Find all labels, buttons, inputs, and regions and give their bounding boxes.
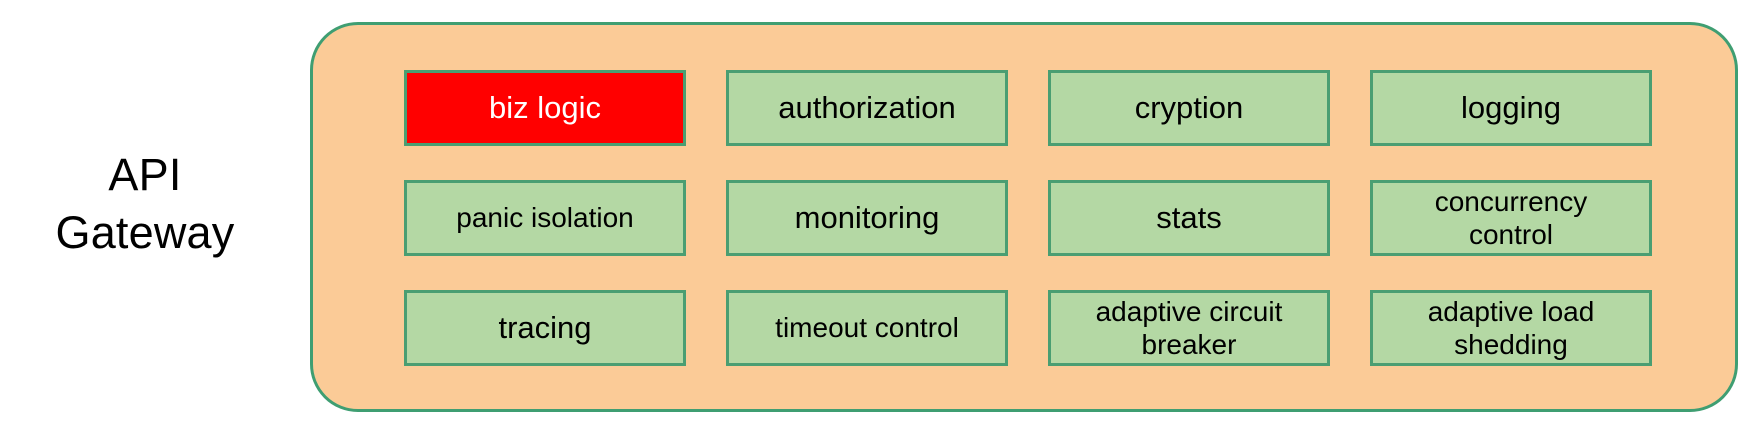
capability-box[interactable]: tracing	[404, 290, 686, 366]
capability-box[interactable]: authorization	[726, 70, 1008, 146]
capability-box[interactable]: biz logic	[404, 70, 686, 146]
capability-box[interactable]: adaptive circuit breaker	[1048, 290, 1330, 366]
capability-box[interactable]: adaptive load shedding	[1370, 290, 1652, 366]
capability-box[interactable]: cryption	[1048, 70, 1330, 146]
capability-box[interactable]: stats	[1048, 180, 1330, 256]
capability-box[interactable]: timeout control	[726, 290, 1008, 366]
api-gateway-container: biz logic authorization cryption logging pan…	[310, 22, 1738, 412]
capability-box[interactable]: monitoring	[726, 180, 1008, 256]
capability-box[interactable]: panic isolation	[404, 180, 686, 256]
capability-box[interactable]: concurrency control	[1370, 180, 1652, 256]
capability-box[interactable]: logging	[1370, 70, 1652, 146]
api-gateway-label: API Gateway	[55, 149, 235, 258]
capability-grid: biz logic authorization cryption logging pan…	[404, 70, 1654, 370]
